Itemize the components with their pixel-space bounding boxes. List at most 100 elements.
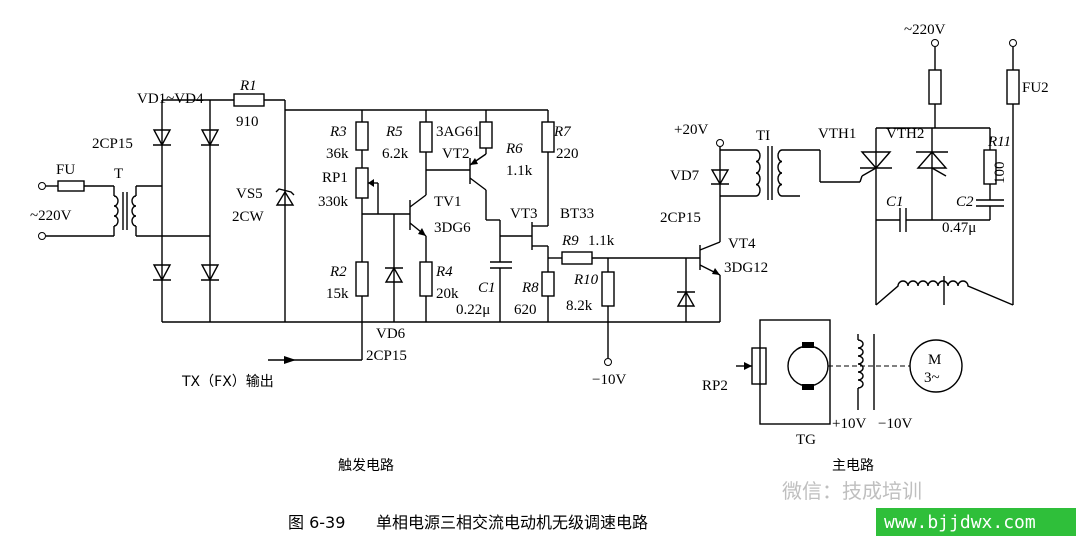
label-c1-right: C1 bbox=[886, 194, 904, 210]
label-r3-val: 36k bbox=[326, 146, 349, 162]
label-r10-val: 8.2k bbox=[566, 298, 593, 314]
fuse-fu2 bbox=[1006, 69, 1020, 105]
resistor-r4 bbox=[419, 261, 433, 297]
resistor-r7 bbox=[541, 121, 555, 153]
label-main-circuit: 主电路 bbox=[832, 458, 874, 474]
label-ac-left: ~220V bbox=[30, 208, 72, 224]
caption-number: 图 6-39 bbox=[288, 513, 345, 532]
ac-terminal-bottom bbox=[38, 232, 46, 240]
label-r11-val: 100 bbox=[992, 162, 1008, 185]
motor-m bbox=[909, 339, 963, 393]
label-r5-val: 6.2k bbox=[382, 146, 409, 162]
label-rp1: RP1 bbox=[322, 170, 348, 186]
label-t: T bbox=[114, 166, 123, 182]
label-vd1-vd4: VD1~VD4 bbox=[137, 91, 204, 107]
label-r4: R4 bbox=[435, 264, 453, 280]
zener-vs5 bbox=[275, 190, 295, 206]
label-vd6: VD6 bbox=[376, 326, 406, 342]
label-r1: R1 bbox=[239, 78, 257, 94]
tacho-loop bbox=[759, 319, 831, 425]
label-neg10v: −10V bbox=[592, 372, 626, 388]
ac-terminal-top bbox=[38, 182, 46, 190]
label-vth2: VTH2 bbox=[886, 126, 924, 142]
main-ac-terminal bbox=[931, 39, 939, 47]
label-c1-left-val: 0.22μ bbox=[456, 302, 490, 318]
label-r6-val: 1.1k bbox=[506, 163, 533, 179]
motor-winding bbox=[875, 280, 1014, 306]
label-vs5: VS5 bbox=[236, 186, 263, 202]
coupling-coil bbox=[857, 339, 864, 389]
label-r6: R6 bbox=[505, 141, 523, 157]
resistor-r2 bbox=[355, 261, 369, 297]
label-r7-val: 220 bbox=[556, 146, 579, 162]
figure-caption: 图 6-39 单相电源三相交流电动机无级调速电路 bbox=[288, 513, 648, 532]
label-c1-left: C1 bbox=[478, 280, 496, 296]
label-2cp15-left: 2CP15 bbox=[92, 136, 133, 152]
diode-vd6 bbox=[384, 266, 404, 283]
fuse-fu bbox=[57, 180, 85, 192]
label-r10: R10 bbox=[573, 272, 599, 288]
label-tx-output: TX（FX）输出 bbox=[181, 374, 274, 390]
label-motor-m: M bbox=[928, 352, 941, 368]
label-rp1-val: 330k bbox=[318, 194, 349, 210]
watermark: 微信：技成培训 www.bjjdwx.com bbox=[782, 479, 1076, 536]
label-r8-val: 620 bbox=[514, 302, 537, 318]
diode-vd2 bbox=[200, 129, 220, 147]
label-vt2-type: 3AG61 bbox=[436, 124, 480, 140]
watermark-url: www.bjjdwx.com bbox=[884, 512, 1036, 533]
trigger-circuit bbox=[268, 100, 700, 366]
label-minus10v: −10V bbox=[878, 416, 912, 432]
diode-2cp15-right bbox=[676, 290, 696, 307]
label-c2-val: 0.47μ bbox=[942, 220, 976, 236]
label-r9-val: 1.1k bbox=[588, 233, 615, 249]
resistor-r3 bbox=[355, 121, 369, 151]
diode-vd1 bbox=[152, 129, 172, 147]
label-rp2: RP2 bbox=[702, 378, 728, 394]
diode-vd3 bbox=[152, 264, 172, 282]
resistor-r9 bbox=[561, 251, 593, 265]
watermark-brand: 微信：技成培训 bbox=[782, 479, 922, 503]
label-r9: R9 bbox=[561, 233, 579, 249]
label-tv1: TV1 bbox=[434, 194, 462, 210]
label-vth1: VTH1 bbox=[818, 126, 856, 142]
caption-title: 单相电源三相交流电动机无级调速电路 bbox=[376, 513, 648, 532]
label-2cp15-right: 2CP15 bbox=[660, 210, 701, 226]
thyristor-vth1 bbox=[860, 151, 892, 170]
label-vd6-type: 2CP15 bbox=[366, 348, 407, 364]
resistor-r8 bbox=[541, 271, 555, 297]
transformer-secondary bbox=[131, 195, 137, 227]
resistor-r5 bbox=[419, 121, 433, 153]
label-r2-val: 15k bbox=[326, 286, 349, 302]
pulse-stage bbox=[676, 139, 860, 322]
label-r11: R11 bbox=[987, 134, 1011, 150]
label-r1-val: 910 bbox=[236, 114, 259, 130]
label-ac-right: ~220V bbox=[904, 22, 946, 38]
diode-vd4 bbox=[200, 264, 220, 282]
label-r3: R3 bbox=[329, 124, 347, 140]
label-c2: C2 bbox=[956, 194, 974, 210]
label-vt2: VT2 bbox=[442, 146, 470, 162]
component-labels: VD1~VD4 R1 910 2CP15 FU T ~220V VS5 2CW … bbox=[30, 22, 1049, 474]
diode-vd7 bbox=[710, 169, 730, 186]
label-vs5-type: 2CW bbox=[232, 209, 265, 225]
input-section bbox=[38, 180, 210, 240]
label-r8: R8 bbox=[521, 280, 539, 296]
watermark-url-bg bbox=[876, 508, 1076, 536]
label-tv1-type: 3DG6 bbox=[434, 220, 471, 236]
label-r5: R5 bbox=[385, 124, 403, 140]
tacho-generator-tg bbox=[787, 345, 829, 387]
potentiometer-rp2 bbox=[751, 347, 767, 385]
label-vt3-type: BT33 bbox=[560, 206, 594, 222]
bridge-rectifier bbox=[152, 93, 720, 323]
label-r7: R7 bbox=[553, 124, 572, 140]
label-plus10v: +10V bbox=[832, 416, 866, 432]
label-trigger-circuit: 触发电路 bbox=[338, 458, 394, 474]
label-fu2: FU2 bbox=[1022, 80, 1049, 96]
resistor-r6 bbox=[479, 121, 493, 149]
neg10v-terminal bbox=[604, 358, 612, 366]
plus20v-terminal bbox=[716, 139, 724, 147]
main-ac-terminal-2 bbox=[1009, 39, 1017, 47]
motor-section bbox=[736, 319, 963, 425]
label-vd7: VD7 bbox=[670, 168, 700, 184]
